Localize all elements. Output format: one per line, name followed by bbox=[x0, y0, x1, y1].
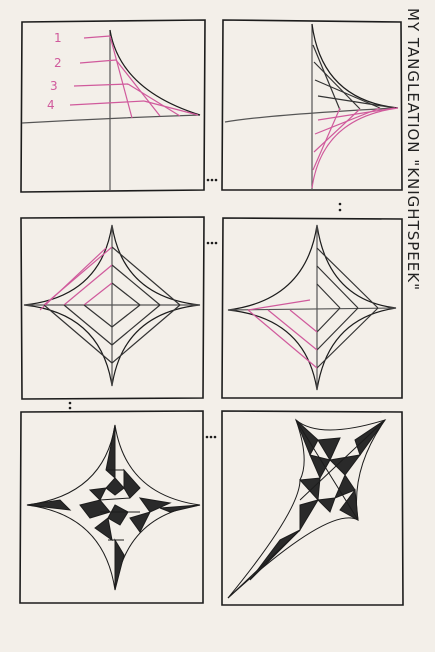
panel-6-drawing bbox=[228, 420, 385, 598]
panel-3-drawing bbox=[24, 225, 200, 386]
panel-2-drawing bbox=[225, 24, 398, 190]
step-label-1: 1 bbox=[54, 31, 62, 45]
step-label-4: 4 bbox=[47, 98, 55, 112]
panel-5-drawing bbox=[27, 425, 200, 590]
step-label-2: 2 bbox=[54, 56, 62, 70]
tangle-title: MY TANGLEATION "KNIGHTSPEEK" bbox=[394, 8, 422, 408]
step-label-3: 3 bbox=[50, 79, 58, 93]
panel-4-drawing bbox=[228, 225, 396, 390]
